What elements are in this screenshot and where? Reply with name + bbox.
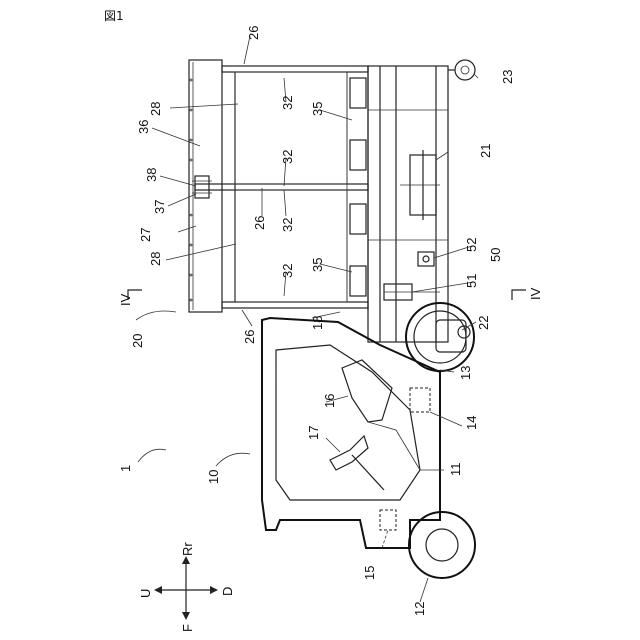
roller-2	[350, 140, 366, 170]
dir-rear: Rr	[180, 542, 195, 556]
label-38: 38	[144, 168, 159, 182]
label-21: 21	[478, 144, 493, 158]
label-28b: 28	[148, 252, 163, 266]
component-15	[380, 510, 396, 530]
front-wheel	[409, 512, 475, 578]
component-14	[410, 388, 430, 412]
figure-title: 図1	[104, 9, 124, 23]
caster-wheel-23	[448, 60, 475, 80]
label-32d: 32	[280, 264, 295, 278]
label-35b: 35	[310, 258, 325, 272]
vehicle-body	[262, 318, 440, 548]
cargo-container	[189, 60, 368, 312]
label-37: 37	[152, 200, 167, 214]
label-36: 36	[136, 120, 151, 134]
label-14: 14	[464, 416, 479, 430]
label-15: 15	[362, 566, 377, 580]
label-18: 18	[310, 316, 325, 330]
middle-divider	[195, 184, 368, 190]
label-1: 1	[118, 465, 133, 472]
label-20: 20	[130, 334, 145, 348]
sensor-52	[418, 252, 434, 266]
dir-down: D	[220, 587, 235, 596]
label-52: 52	[464, 238, 479, 252]
label-17: 17	[306, 426, 321, 440]
label-27: 27	[138, 228, 153, 242]
roller-3	[350, 204, 366, 234]
roller-4	[350, 266, 366, 296]
label-32b: 32	[280, 150, 295, 164]
label-26c: 26	[242, 330, 257, 344]
cabin-outline	[276, 345, 420, 500]
label-10: 10	[206, 470, 221, 484]
top-frame-lower	[222, 302, 368, 308]
frame-chassis	[368, 66, 448, 342]
dir-front: F	[180, 624, 195, 632]
label-iv-left: IV	[118, 293, 133, 306]
lid-frame	[189, 60, 222, 312]
label-28a: 28	[148, 102, 163, 116]
label-26a: 26	[246, 26, 261, 40]
latch	[195, 176, 209, 198]
label-12: 12	[412, 602, 427, 616]
label-13: 13	[458, 366, 473, 380]
label-50: 50	[488, 248, 503, 262]
label-23: 23	[500, 70, 515, 84]
leader-lines	[136, 36, 478, 602]
label-32c: 32	[280, 218, 295, 232]
label-22: 22	[476, 316, 491, 330]
section-markers	[128, 290, 526, 300]
label-16: 16	[322, 394, 337, 408]
label-32a: 32	[280, 96, 295, 110]
dir-up: U	[138, 589, 153, 598]
label-26b: 26	[252, 216, 267, 230]
panel-upper	[235, 72, 347, 184]
roller-1	[350, 78, 366, 108]
top-frame-upper	[222, 66, 368, 72]
label-iv-right: IV	[528, 287, 543, 300]
label-35a: 35	[310, 102, 325, 116]
label-11: 11	[448, 463, 463, 477]
direction-compass	[154, 556, 218, 620]
steering-wheel	[330, 436, 368, 470]
panel-lower	[235, 190, 347, 302]
label-51: 51	[464, 274, 479, 288]
